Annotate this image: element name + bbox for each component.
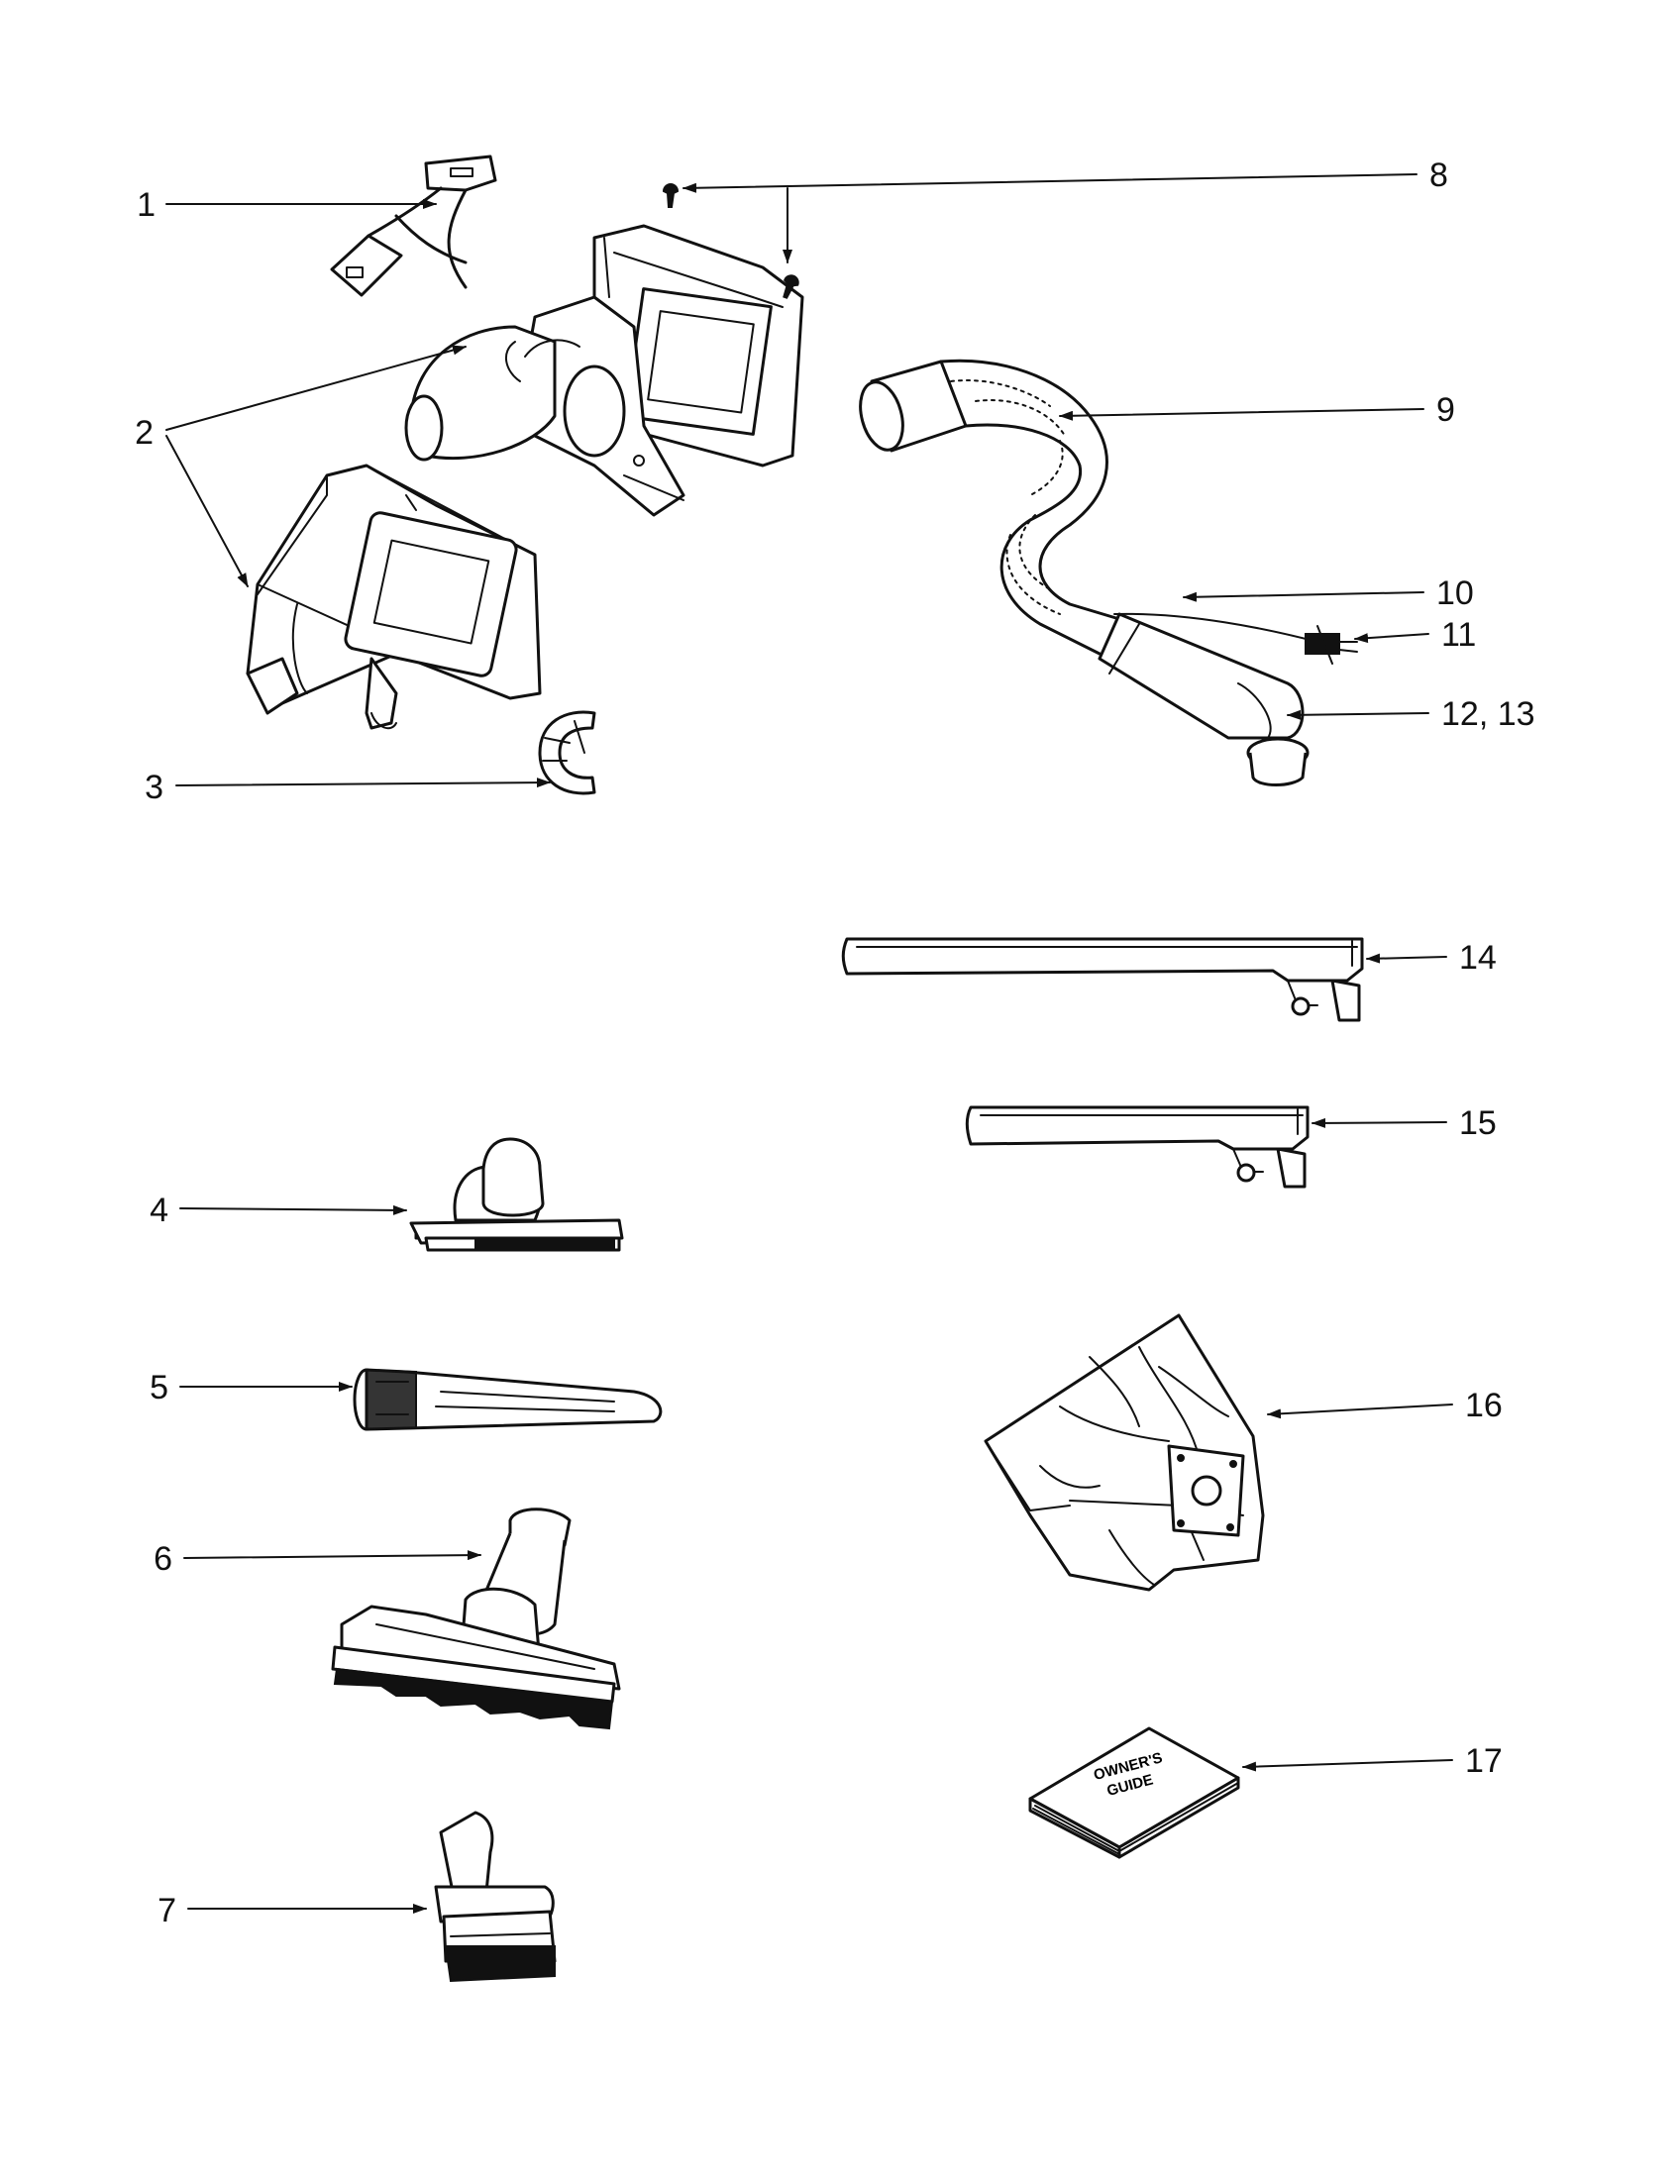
callout-3: 3	[145, 769, 163, 806]
leader-12-13	[1287, 709, 1429, 720]
part-9-hose	[859, 359, 1310, 786]
callout-9: 9	[1436, 391, 1455, 429]
callout-14: 14	[1459, 939, 1497, 977]
leader-2a	[165, 345, 467, 431]
leader-2b	[165, 435, 249, 587]
callout-2: 2	[135, 414, 154, 452]
part-10-wire	[1113, 612, 1318, 643]
leader-8a	[682, 173, 1418, 193]
leader-15	[1312, 1117, 1447, 1128]
part-6-floor-brush	[331, 1508, 621, 1730]
callout-15: 15	[1459, 1104, 1497, 1142]
callout-17: 17	[1465, 1742, 1503, 1780]
callout-5: 5	[150, 1369, 168, 1406]
callouts: 1 2 3 4 5 6 7 8 9 10 11 12, 13 14 15 16 …	[135, 156, 1534, 1929]
leader-3	[175, 778, 551, 788]
leader-lines	[165, 173, 1453, 1914]
part-2-housing-cover	[246, 464, 542, 730]
part-15-wand-short	[965, 1105, 1310, 1189]
leader-9	[1059, 408, 1424, 421]
leader-11	[1354, 633, 1429, 644]
leader-4	[179, 1204, 407, 1215]
callout-12-13: 12, 13	[1441, 695, 1535, 733]
callout-8: 8	[1429, 156, 1448, 194]
part-11-connector	[1305, 625, 1358, 665]
callout-7: 7	[158, 1892, 176, 1929]
part-16-dust-bag	[984, 1313, 1265, 1592]
callout-16: 16	[1465, 1387, 1503, 1424]
leader-10	[1183, 591, 1424, 602]
part-7-dusting-brush	[434, 1811, 557, 1983]
callout-4: 4	[150, 1192, 168, 1229]
part-4-upholstery-tool	[409, 1137, 624, 1252]
leader-16	[1267, 1404, 1453, 1419]
part-1-bracket	[330, 155, 497, 297]
part-17-owners-guide: OWNER'S GUIDE	[1028, 1726, 1240, 1859]
callout-10: 10	[1436, 574, 1474, 612]
part-2-handle-housing	[404, 224, 804, 517]
part-14-wand-long	[841, 937, 1364, 1022]
callout-11: 11	[1441, 616, 1476, 654]
leader-14	[1366, 953, 1447, 964]
callout-1: 1	[137, 186, 156, 224]
part-3-clip	[538, 710, 596, 795]
callout-6: 6	[154, 1540, 172, 1578]
part-5-crevice-tool	[353, 1368, 663, 1431]
part-8-screws	[662, 183, 799, 299]
leader-17	[1242, 1759, 1453, 1772]
leader-6	[183, 1550, 481, 1561]
